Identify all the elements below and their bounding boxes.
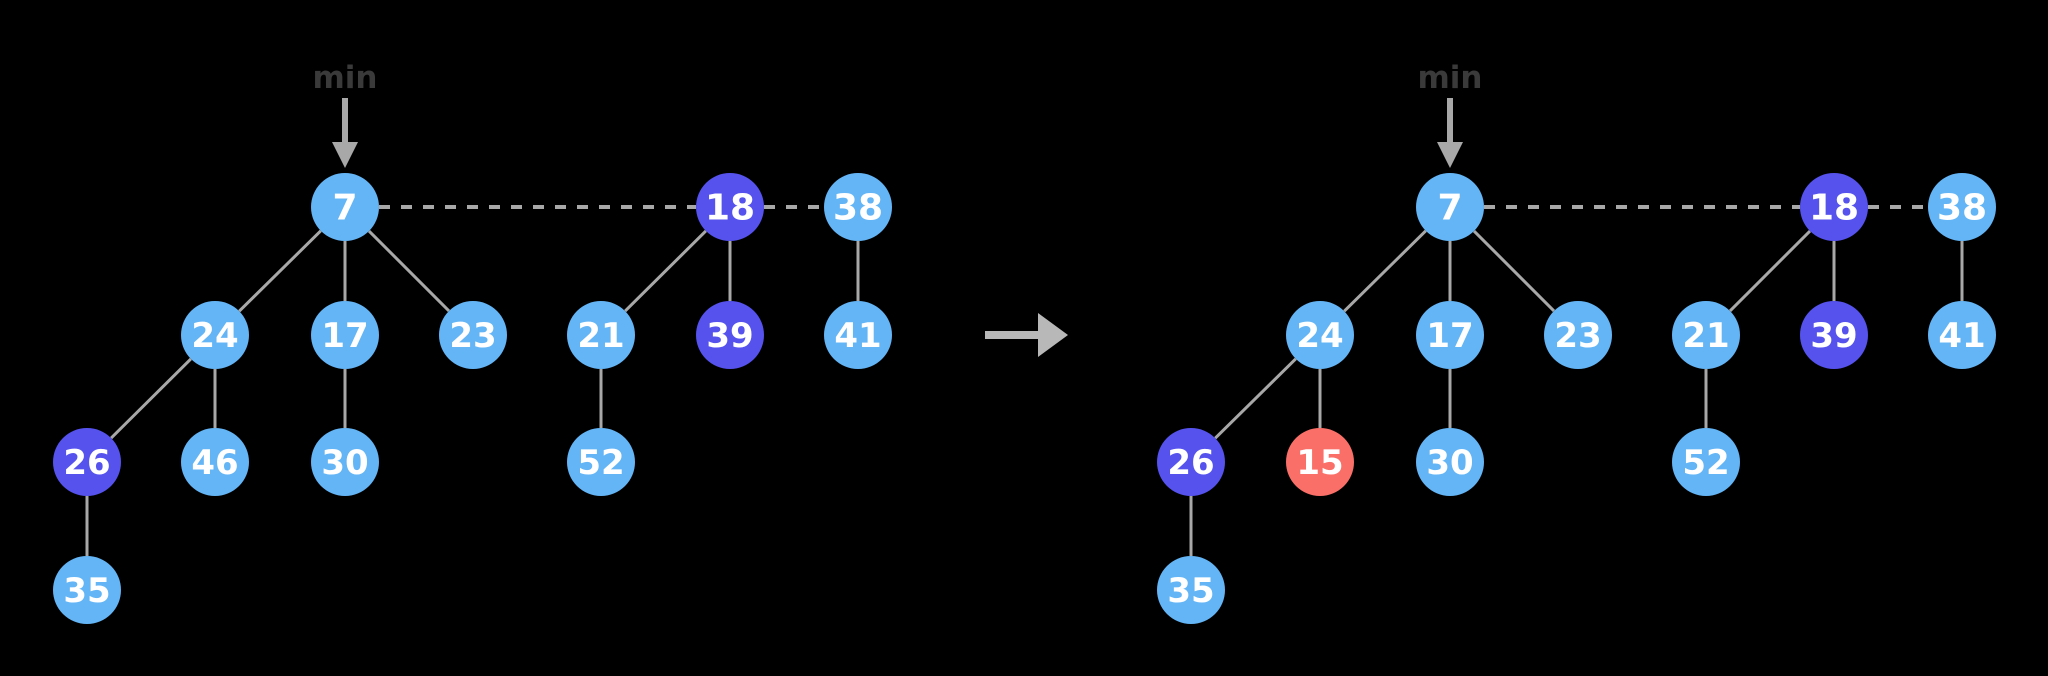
heap-node-21[interactable]: 21 xyxy=(1672,301,1740,369)
node-circle-17[interactable] xyxy=(311,301,379,369)
node-circle-52[interactable] xyxy=(567,428,635,496)
node-circle-30[interactable] xyxy=(311,428,379,496)
node-circle-38[interactable] xyxy=(1928,173,1996,241)
heap-node-7[interactable]: 7 xyxy=(1416,173,1484,241)
heap-node-39[interactable]: 39 xyxy=(1800,301,1868,369)
heap-node-41[interactable]: 41 xyxy=(824,301,892,369)
heap-node-38[interactable]: 38 xyxy=(1928,173,1996,241)
heap-node-23[interactable]: 23 xyxy=(1544,301,1612,369)
node-circle-46[interactable] xyxy=(181,428,249,496)
min-pointer-label: min xyxy=(313,60,378,96)
heap-node-35[interactable]: 35 xyxy=(53,556,121,624)
node-circle-24[interactable] xyxy=(181,301,249,369)
node-circle-23[interactable] xyxy=(439,301,507,369)
node-circle-24[interactable] xyxy=(1286,301,1354,369)
node-circle-17[interactable] xyxy=(1416,301,1484,369)
edges-layer xyxy=(85,229,1964,556)
node-circle-35[interactable] xyxy=(53,556,121,624)
node-circle-38[interactable] xyxy=(824,173,892,241)
heap-node-52[interactable]: 52 xyxy=(1672,428,1740,496)
node-circle-18[interactable] xyxy=(696,173,764,241)
heap-node-41[interactable]: 41 xyxy=(1928,301,1996,369)
heap-node-15[interactable]: 15 xyxy=(1286,428,1354,496)
tree-edge-7-23 xyxy=(1472,229,1556,313)
transition-arrow-head xyxy=(1038,313,1068,357)
node-circle-41[interactable] xyxy=(824,301,892,369)
heap-node-52[interactable]: 52 xyxy=(567,428,635,496)
heap-node-30[interactable]: 30 xyxy=(311,428,379,496)
node-circle-15[interactable] xyxy=(1286,428,1354,496)
node-circle-7[interactable] xyxy=(311,173,379,241)
heap-node-18[interactable]: 18 xyxy=(696,173,764,241)
node-circle-39[interactable] xyxy=(1800,301,1868,369)
node-circle-41[interactable] xyxy=(1928,301,1996,369)
node-circle-18[interactable] xyxy=(1800,173,1868,241)
node-circle-21[interactable] xyxy=(567,301,635,369)
heap-node-46[interactable]: 46 xyxy=(181,428,249,496)
heap-node-7[interactable]: 7 xyxy=(311,173,379,241)
tree-edge-18-21 xyxy=(624,229,707,313)
node-circle-35[interactable] xyxy=(1157,556,1225,624)
tree-edge-18-21 xyxy=(1728,229,1812,313)
node-circle-26[interactable] xyxy=(53,428,121,496)
heap-node-35[interactable]: 35 xyxy=(1157,556,1225,624)
heap-node-23[interactable]: 23 xyxy=(439,301,507,369)
transition-arrow-layer xyxy=(985,313,1068,357)
tree-edge-24-26 xyxy=(110,357,192,440)
min-pointer-label: min xyxy=(1418,60,1483,96)
min-arrow-head xyxy=(332,142,358,168)
heap-node-26[interactable]: 26 xyxy=(53,428,121,496)
tree-edge-7-24 xyxy=(1343,229,1427,313)
heap-node-21[interactable]: 21 xyxy=(567,301,635,369)
node-circle-26[interactable] xyxy=(1157,428,1225,496)
heap-node-38[interactable]: 38 xyxy=(824,173,892,241)
tree-edge-7-24 xyxy=(238,229,322,313)
heap-node-26[interactable]: 26 xyxy=(1157,428,1225,496)
heap-node-39[interactable]: 39 xyxy=(696,301,764,369)
heap-node-18[interactable]: 18 xyxy=(1800,173,1868,241)
tree-edge-7-23 xyxy=(367,229,451,313)
heap-node-30[interactable]: 30 xyxy=(1416,428,1484,496)
heap-node-24[interactable]: 24 xyxy=(181,301,249,369)
node-circle-23[interactable] xyxy=(1544,301,1612,369)
min-arrow-head xyxy=(1437,142,1463,168)
heap-node-17[interactable]: 17 xyxy=(311,301,379,369)
node-circle-30[interactable] xyxy=(1416,428,1484,496)
node-circle-21[interactable] xyxy=(1672,301,1740,369)
heap-node-24[interactable]: 24 xyxy=(1286,301,1354,369)
node-circle-39[interactable] xyxy=(696,301,764,369)
node-circle-52[interactable] xyxy=(1672,428,1740,496)
node-circle-7[interactable] xyxy=(1416,173,1484,241)
heap-node-17[interactable]: 17 xyxy=(1416,301,1484,369)
min-pointers-layer: min min xyxy=(313,60,1483,168)
tree-edge-24-26 xyxy=(1214,357,1297,440)
